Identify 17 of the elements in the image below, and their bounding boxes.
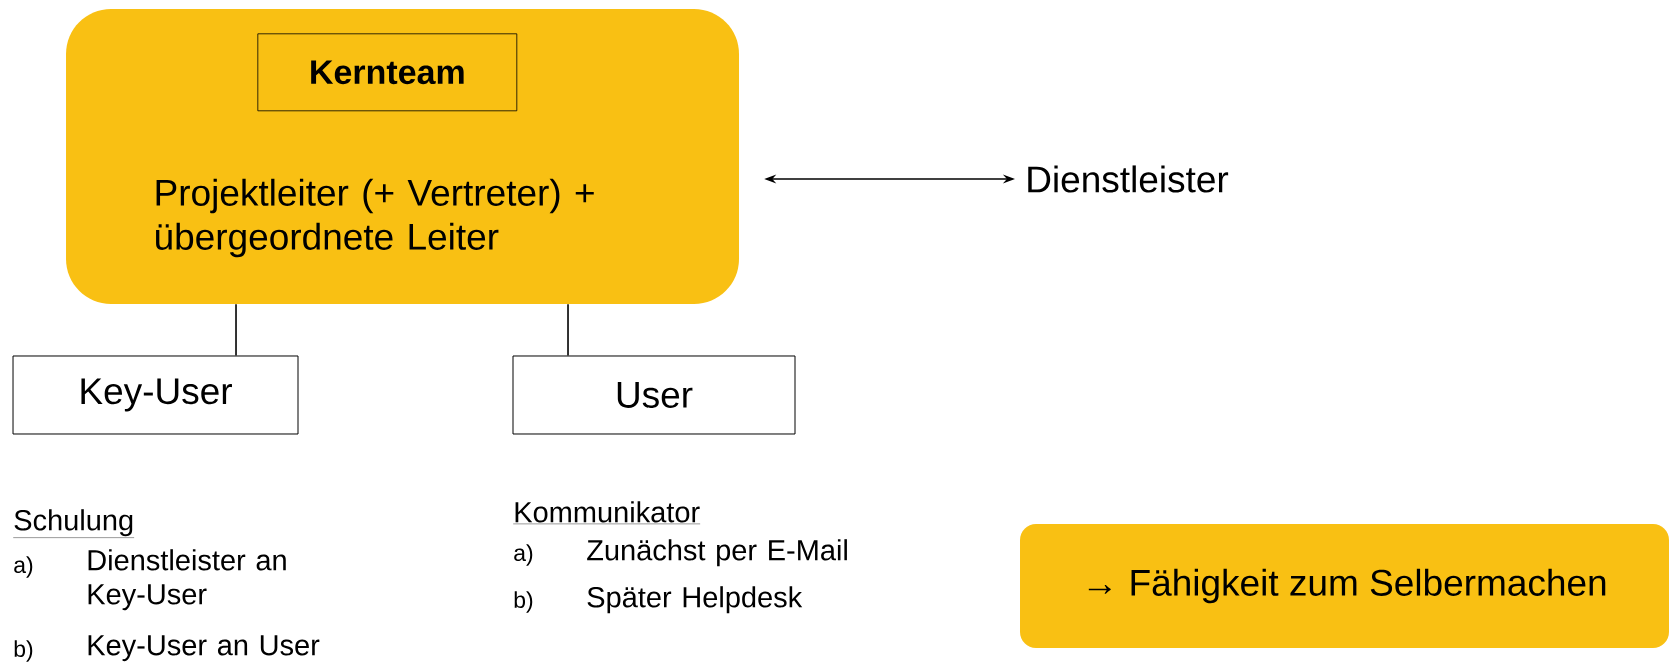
list-marker: a): [514, 544, 533, 566]
list-marker: b): [14, 640, 33, 662]
list-item: Später Helpdesk: [587, 586, 803, 614]
result-box: → Fähigkeit zum Selbermachen: [1020, 524, 1669, 648]
section-heading: Kommunikator: [513, 501, 701, 525]
list-item: Key-User an User: [88, 635, 320, 662]
list-marker: a): [14, 556, 33, 578]
role-box: User: [512, 355, 796, 435]
party-label: Dienstleister: [1028, 165, 1229, 193]
list-item: Dienstleister an Key-User: [88, 549, 286, 611]
connector-line: [567, 303, 569, 357]
heading-box: Kernteam: [257, 33, 518, 112]
list-item: Zunächst per E-Mail: [587, 539, 847, 567]
section-heading: Schulung: [13, 509, 135, 538]
list-marker: b): [514, 591, 533, 613]
connector-line: [235, 303, 237, 357]
role-box: Key-User: [12, 355, 299, 435]
